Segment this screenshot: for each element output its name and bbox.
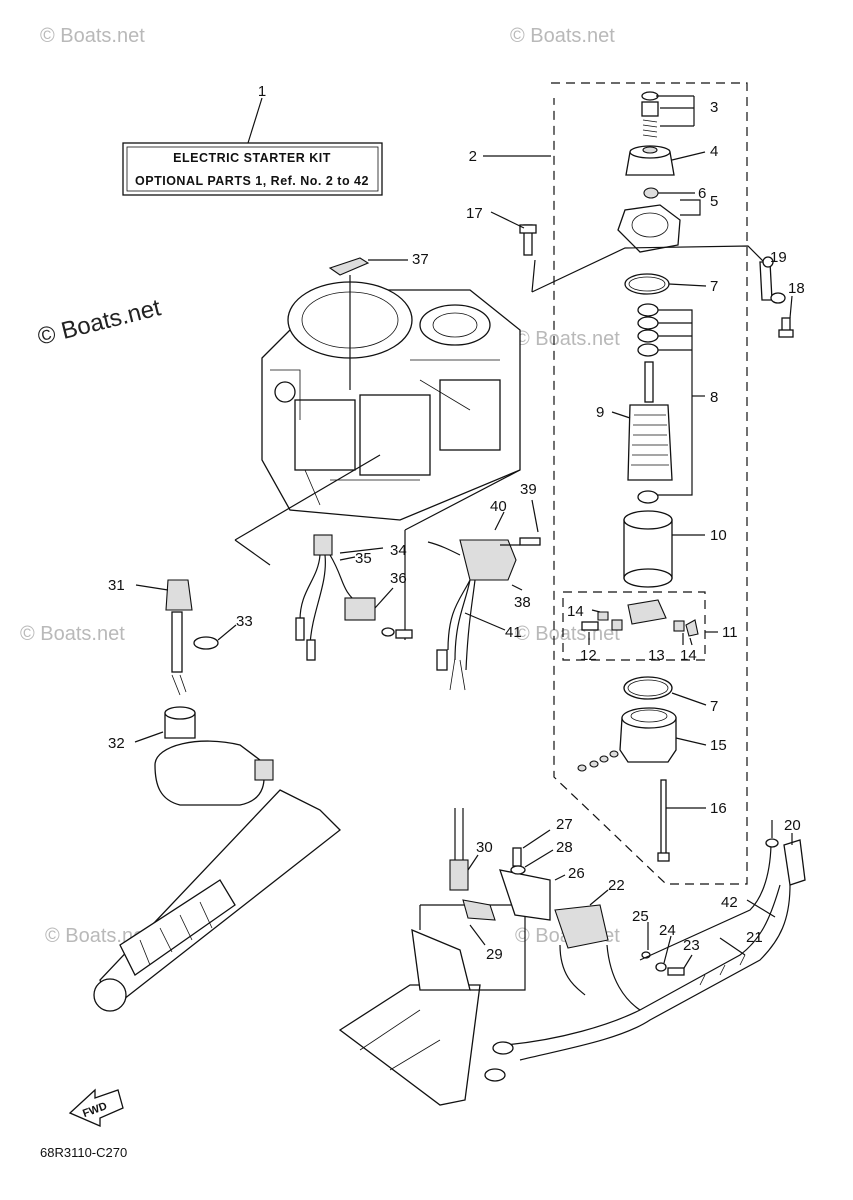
callout-27: 27 bbox=[556, 816, 573, 833]
callout-2: 2 bbox=[469, 148, 477, 165]
watermark: © Boats.net bbox=[20, 623, 125, 645]
kit-info-box: ELECTRIC STARTER KIT OPTIONAL PARTS 1, R… bbox=[122, 142, 383, 196]
callout-20: 20 bbox=[784, 817, 801, 834]
diagram-code: 68R3110-C270 bbox=[40, 1145, 127, 1160]
callout-22: 22 bbox=[608, 877, 625, 894]
callout-26: 26 bbox=[568, 865, 585, 882]
callout-5: 5 bbox=[710, 193, 718, 210]
callout-6: 6 bbox=[698, 185, 706, 202]
callout-14a: 14 bbox=[567, 603, 584, 620]
callout-11: 11 bbox=[722, 624, 738, 641]
watermark: © Boats.net bbox=[40, 25, 145, 47]
callout-30: 30 bbox=[476, 839, 493, 856]
fwd-arrow-icon: FWD bbox=[68, 1088, 124, 1127]
callout-9: 9 bbox=[596, 404, 604, 421]
callout-8: 8 bbox=[710, 389, 718, 406]
watermark: © Boats.net bbox=[35, 294, 164, 351]
callout-29: 29 bbox=[486, 946, 503, 963]
callout-3: 3 bbox=[710, 99, 718, 116]
starter-motor-parts bbox=[531, 91, 771, 862]
callout-16: 16 bbox=[710, 800, 727, 817]
part-callouts: 1 2 3 4 5 6 7 8 9 10 11 12 13 14 14 15 1… bbox=[108, 83, 805, 963]
callout-36: 36 bbox=[390, 570, 407, 587]
callout-35: 35 bbox=[355, 550, 372, 567]
engine-block bbox=[261, 281, 521, 521]
bottom-cowling bbox=[338, 904, 526, 1106]
kit-subtitle: OPTIONAL PARTS 1, Ref. No. 2 to 42 bbox=[135, 174, 369, 188]
callout-38: 38 bbox=[514, 594, 531, 611]
handle-group bbox=[93, 579, 341, 1012]
callout-13: 13 bbox=[648, 647, 665, 664]
callout-15: 15 bbox=[710, 737, 727, 754]
callout-14b: 14 bbox=[680, 647, 697, 664]
callout-10: 10 bbox=[710, 527, 727, 544]
callout-18: 18 bbox=[788, 280, 805, 297]
watermark: © Boats.net bbox=[515, 328, 620, 350]
watermark: © Boats.net bbox=[510, 25, 615, 47]
callout-39: 39 bbox=[520, 481, 537, 498]
callout-17: 17 bbox=[466, 205, 483, 222]
callout-42: 42 bbox=[721, 894, 738, 911]
callout-23: 23 bbox=[683, 937, 700, 954]
callout-4: 4 bbox=[710, 143, 718, 160]
callout-41: 41 bbox=[505, 624, 522, 641]
callout-25: 25 bbox=[632, 908, 649, 925]
callout-40: 40 bbox=[490, 498, 507, 515]
callout-31: 31 bbox=[108, 577, 125, 594]
callout-21: 21 bbox=[746, 929, 763, 946]
callout-37: 37 bbox=[412, 251, 429, 268]
callout-19: 19 bbox=[770, 249, 787, 266]
watermark: © Boats.net bbox=[45, 925, 150, 947]
callout-12: 12 bbox=[580, 647, 597, 664]
callout-34: 34 bbox=[390, 542, 407, 559]
callout-7: 7 bbox=[710, 278, 718, 295]
rectifier-group bbox=[427, 499, 541, 691]
kit-title: ELECTRIC STARTER KIT bbox=[173, 151, 331, 165]
callout-33: 33 bbox=[236, 613, 253, 630]
wiring-group bbox=[295, 534, 413, 661]
callout-32: 32 bbox=[108, 735, 125, 752]
callout-7b: 7 bbox=[710, 698, 718, 715]
callout-24: 24 bbox=[659, 922, 676, 939]
callout-28: 28 bbox=[556, 839, 573, 856]
callout-1: 1 bbox=[258, 83, 266, 100]
watermark: © Boats.net bbox=[515, 623, 620, 645]
